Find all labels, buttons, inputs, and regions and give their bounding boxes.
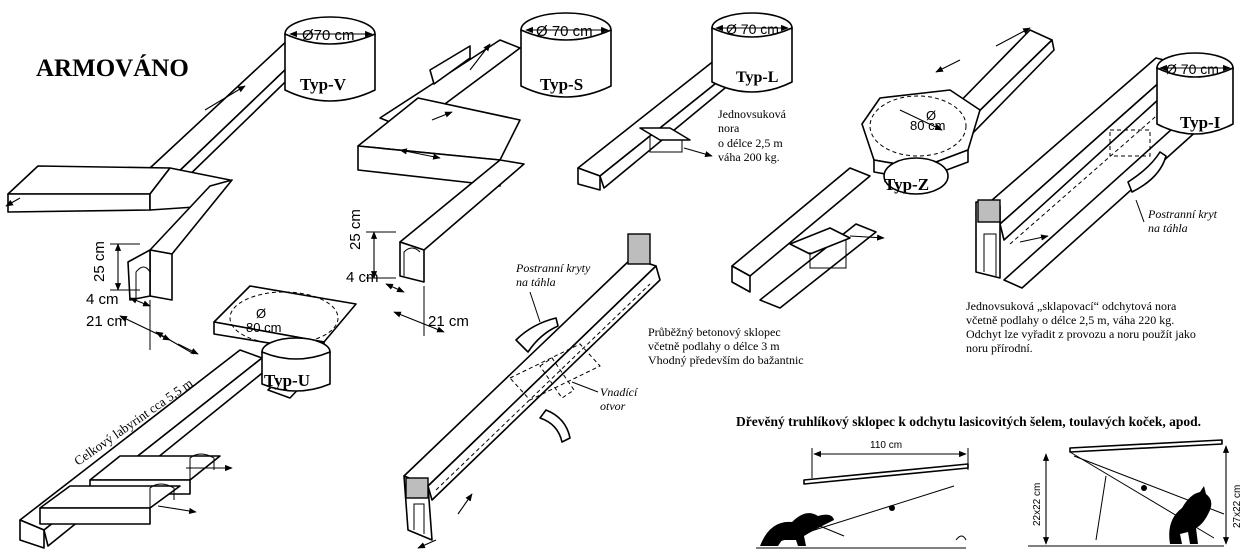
typ-v-diameter: Ø70 cm	[302, 27, 355, 44]
typ-v-drawing	[5, 16, 376, 301]
wooden-trap-title: Dřevěný truhlíkový sklopec k odchytu las…	[736, 414, 1201, 429]
typ-u-drawing	[19, 285, 357, 549]
svg-text:na táhla: na táhla	[516, 275, 556, 289]
typ-i-label: Typ-I	[1180, 113, 1221, 132]
svg-text:Postranní kryty: Postranní kryty	[515, 261, 591, 275]
svg-text:Vnadící: Vnadící	[600, 385, 639, 399]
svg-text:včetně podlahy o délce 3 m: včetně podlahy o délce 3 m	[648, 339, 780, 353]
svg-text:Průběžný betonový sklopec: Průběžný betonový sklopec	[648, 325, 781, 339]
typ-s-diameter: Ø 70 cm	[536, 23, 593, 40]
typ-v-label: Typ-V	[300, 75, 347, 94]
svg-text:noru přírodní.: noru přírodní.	[966, 341, 1033, 355]
svg-text:o délce 2,5 m: o délce 2,5 m	[718, 136, 783, 150]
typ-v-width: 21 cm	[86, 313, 127, 330]
svg-text:Jednovsuková „sklapovací“ odch: Jednovsuková „sklapovací“ odchytová nora	[966, 299, 1177, 313]
typ-u-diameter-symbol: Ø	[256, 306, 266, 321]
typ-s-dimensions	[366, 231, 445, 336]
typ-z-diameter: 80 cm	[910, 118, 945, 133]
typ-l-label: Typ-L	[736, 69, 778, 86]
typ-s-wall: 4 cm	[346, 269, 379, 286]
svg-text:otvor: otvor	[600, 399, 626, 413]
side-covers-label: Postranní kryty na táhla	[515, 261, 591, 323]
typ-l-description: Jednovsuková nora o délce 2,5 m váha 200…	[718, 107, 787, 164]
folding-trap-description: Jednovsuková „sklapovací“ odchytová nora…	[966, 299, 1196, 355]
typ-z-drawing	[731, 27, 1055, 309]
typ-z-diameter-symbol: Ø	[926, 108, 936, 123]
typ-s-drawing	[357, 12, 612, 283]
trap-length: 110 cm	[870, 440, 902, 451]
concrete-trap-description: Průběžný betonový sklopec včetně podlahy…	[648, 325, 804, 367]
svg-text:váha 200 kg.: váha 200 kg.	[718, 150, 780, 164]
svg-text:na táhla: na táhla	[1148, 221, 1188, 235]
typ-s-label: Typ-S	[540, 75, 583, 94]
typ-l-diameter: Ø 70 cm	[726, 21, 779, 37]
lure-hole-label: Vnadící otvor	[571, 381, 639, 413]
typ-i-drawing	[975, 52, 1234, 289]
wooden-trap-left-drawing	[756, 448, 969, 549]
svg-text:nora: nora	[718, 121, 740, 135]
cat-silhouette-right	[1169, 486, 1212, 544]
svg-text:Odchyt lze vyřadit z provozu a: Odchyt lze vyřadit z provozu a noru použ…	[966, 327, 1196, 341]
trap-height-left: 22x22 cm	[1032, 483, 1043, 526]
ferret-silhouette-left	[760, 513, 834, 546]
typ-i-diameter: Ø 70 cm	[1166, 61, 1219, 77]
wooden-trap-right-drawing	[1028, 439, 1230, 547]
svg-text:Postranní kryt: Postranní kryt	[1147, 207, 1218, 221]
typ-v-height: 25 cm	[91, 241, 108, 282]
svg-text:včetně podlahy o délce 2,5 m,: včetně podlahy o délce 2,5 m, váha 220 k…	[966, 313, 1174, 327]
typ-s-width: 21 cm	[428, 313, 469, 330]
trap-height-right: 27x22 cm	[1232, 485, 1243, 528]
page-title: ARMOVÁNO	[36, 54, 189, 82]
typ-u-diameter: 80 cm	[246, 320, 281, 335]
side-cover-label: Postranní kryt na táhla	[1135, 199, 1218, 235]
typ-l-drawing	[577, 12, 793, 191]
typ-z-label: Typ-Z	[884, 175, 929, 194]
typ-s-height: 25 cm	[347, 209, 364, 250]
typ-v-wall: 4 cm	[86, 291, 119, 308]
typ-u-label: Typ-U	[264, 371, 310, 390]
svg-text:Jednovsuková: Jednovsuková	[718, 107, 787, 121]
svg-text:Vhodný především do bažantnic: Vhodný především do bažantnic	[648, 353, 804, 367]
concrete-trap-drawing	[403, 233, 661, 549]
